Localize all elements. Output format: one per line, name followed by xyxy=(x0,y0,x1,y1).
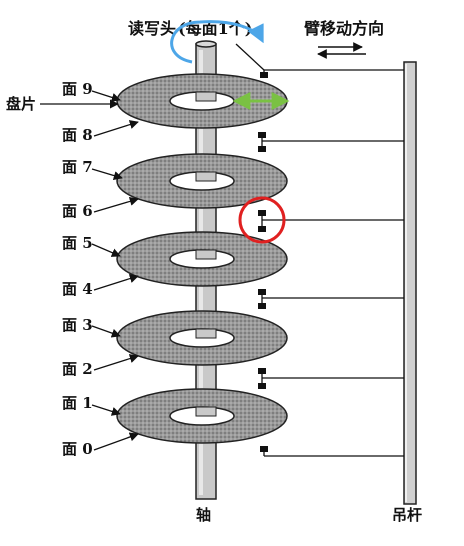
spindle-label: 轴 xyxy=(196,506,211,524)
head-surface-3 xyxy=(258,303,266,309)
surface-label-0: 面 0 xyxy=(62,440,93,458)
head-surface-4 xyxy=(258,289,266,295)
boom-bar xyxy=(403,61,417,505)
head-surface-2 xyxy=(258,368,266,374)
arm-direction-arrows xyxy=(317,42,366,59)
blue-annotation xyxy=(170,20,264,64)
surface-label-5: 面 5 xyxy=(62,234,93,252)
head-surface-0 xyxy=(260,446,268,452)
red-highlight-circle xyxy=(238,196,286,244)
surface-label-6: 面 6 xyxy=(62,202,93,220)
surface-label-7: 面 7 xyxy=(62,158,93,176)
head-surface-1 xyxy=(258,383,266,389)
surface-label-1: 面 1 xyxy=(62,394,93,412)
arm-direction-label: 臂移动方向 xyxy=(303,19,384,38)
boom-label: 吊杆 xyxy=(392,506,422,524)
read-write-heads xyxy=(258,72,268,452)
surface-leaders xyxy=(40,90,139,451)
surface-label-2: 面 2 xyxy=(62,360,93,378)
surface-label-4: 面 4 xyxy=(62,280,93,298)
head-surface-5 xyxy=(258,226,266,232)
surface-label-3: 面 3 xyxy=(62,316,93,334)
head-surface-9 xyxy=(260,72,268,78)
platter-4 xyxy=(116,310,288,366)
surface-label-9: 面 9 xyxy=(62,80,93,98)
read-head-title: 读写头 xyxy=(128,19,176,38)
platter-2 xyxy=(116,153,288,209)
surface-label-8: 面 8 xyxy=(62,126,93,144)
head-arms xyxy=(235,43,404,457)
platter-3 xyxy=(116,231,288,287)
platter-label: 盘片 xyxy=(6,95,36,113)
head-surface-8 xyxy=(258,132,266,138)
head-surface-6 xyxy=(258,210,266,216)
platter-5 xyxy=(116,388,288,444)
head-surface-7 xyxy=(258,146,266,152)
